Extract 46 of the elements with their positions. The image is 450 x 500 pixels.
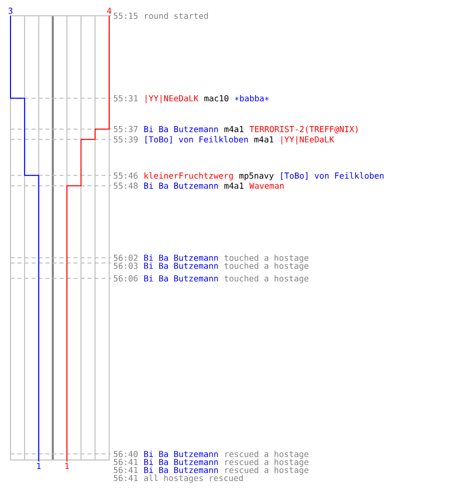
event-text: touched a hostage <box>224 262 308 271</box>
event-text: all hostages rescued <box>144 474 243 483</box>
count-number: 3 <box>8 8 12 14</box>
event-text: round started <box>145 12 208 19</box>
count-number: 1 <box>37 462 41 470</box>
player-name: Bi Ba Butzemann <box>144 262 218 269</box>
player-name: |YY|NEeDaLK <box>146 94 198 104</box>
player-name: [ToBo] von Feilkloben <box>145 136 248 144</box>
timestamp: 56:41 <box>114 458 138 466</box>
player-name: kleinerFruchtzwerg <box>144 172 233 180</box>
timestamp: 56:40 <box>114 450 138 458</box>
timestamp: 56:41 <box>114 474 138 482</box>
count-number: 4 <box>107 8 112 14</box>
event-text: rescued a hostage <box>225 450 308 459</box>
event-text: rescued a hostage <box>225 466 308 475</box>
timestamp: 56:41 <box>114 466 138 474</box>
player-name: Bi Ba Butzemann <box>144 126 218 132</box>
timestamp: 55:31 <box>114 95 138 102</box>
timestamp: 56:03 <box>114 262 138 269</box>
event-text: touched a hostage <box>224 254 308 263</box>
weapon-name: mp5navy <box>239 172 274 180</box>
count-number: 1 <box>65 462 69 470</box>
timestamp: 55:37 <box>114 126 138 132</box>
player-name: Bi Ba Butzemann <box>144 450 218 458</box>
player-name: Bi Ba Butzemann <box>144 254 218 261</box>
player-name: ∗babba∗ <box>235 95 269 102</box>
timestamp: 56:06 <box>114 275 138 282</box>
player-name: Bi Ba Butzemann <box>144 458 218 466</box>
event-text: rescued a hostage <box>225 458 308 467</box>
timestamp: 55:48 <box>114 182 138 189</box>
player-name: Bi Ba Butzemann <box>144 275 218 282</box>
weapon-name: m4a1 <box>254 136 274 142</box>
timestamp: 56:02 <box>114 254 138 261</box>
weapon-name: m4a1 <box>224 182 244 189</box>
timestamp: 55:39 <box>114 136 138 142</box>
weapon-name: mac10 <box>204 95 228 102</box>
player-name: |YY|NEeDaLK <box>281 136 334 144</box>
weapon-name: m4a1 <box>224 126 244 132</box>
player-name: Waveman <box>249 182 284 189</box>
timestamp: 55:15 <box>114 12 138 19</box>
player-name: [ToBo] von Feilkloben <box>281 172 384 180</box>
player-name: TERRORIST-2(TREFF@NIX) <box>250 126 358 134</box>
timestamp: 55:46 <box>114 172 138 179</box>
player-name: Bi Ba Butzemann <box>144 182 218 189</box>
event-text: touched a hostage <box>224 275 308 284</box>
player-name: Bi Ba Butzemann <box>144 466 218 474</box>
